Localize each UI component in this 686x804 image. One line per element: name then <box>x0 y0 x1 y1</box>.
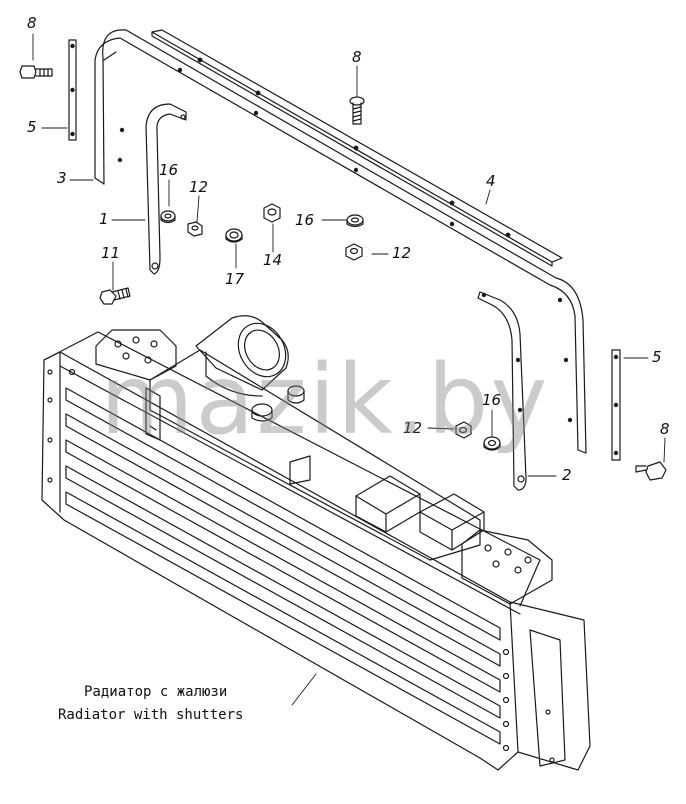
washer-16-c <box>484 437 500 450</box>
radiator-assembly <box>42 315 590 770</box>
screw-8-top-mid <box>350 97 364 124</box>
leader-lines <box>33 34 665 705</box>
nut-14 <box>264 204 280 222</box>
part-label-17: 17 <box>225 270 245 288</box>
part-label-5-left: 5 <box>27 118 37 136</box>
part-label-11: 11 <box>101 244 121 262</box>
outer-frame-part-3 <box>95 30 586 453</box>
screw-8-right <box>636 462 666 480</box>
part-label-14: 14 <box>263 251 283 269</box>
nut-12-b <box>346 244 362 260</box>
part-label-4: 4 <box>486 172 496 190</box>
inner-frame-parts-1-2 <box>146 104 526 490</box>
part-label-2: 2 <box>562 466 572 484</box>
part-label-16-b: 16 <box>295 211 315 229</box>
part-label-3: 3 <box>57 169 67 187</box>
part-label-12-b: 12 <box>392 244 412 262</box>
washer-16-b <box>347 215 363 227</box>
nut-12-a <box>188 222 202 236</box>
side-strip-left-part-5 <box>69 40 76 140</box>
part-label-16-c: 16 <box>482 391 502 409</box>
part-label-1: 1 <box>99 210 109 228</box>
part-label-5-right: 5 <box>652 348 662 366</box>
part-label-8-top-mid: 8 <box>352 48 362 66</box>
caption-russian: Радиатор с жалюзи <box>84 684 228 700</box>
side-strip-right-part-5 <box>612 350 620 460</box>
washer-16-a <box>161 211 175 223</box>
nut-12-c <box>456 422 471 438</box>
part-label-8-top-left: 8 <box>27 14 37 32</box>
watermark-text: mazik.by <box>100 344 550 456</box>
bolt-8-top-left <box>20 66 52 78</box>
part-label-8-right: 8 <box>660 420 670 438</box>
washer-17 <box>226 229 242 242</box>
part-label-12-a: 12 <box>189 178 209 196</box>
top-strip-part-4 <box>152 30 562 266</box>
part-label-16-a: 16 <box>159 161 179 179</box>
bolt-11 <box>100 288 130 304</box>
part-label-12-c: 12 <box>403 419 423 437</box>
caption-english: Radiator with shutters <box>58 707 244 723</box>
